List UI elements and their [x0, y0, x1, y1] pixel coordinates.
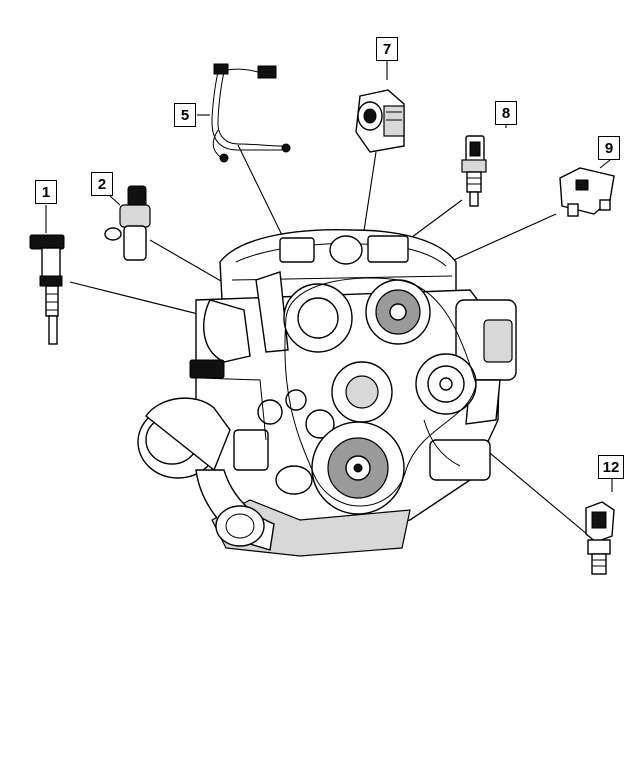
- callout-12: 12: [598, 455, 624, 479]
- pressure-sensor-part: [585, 501, 615, 575]
- callout-1: 1: [35, 180, 57, 204]
- throttle-body-part: [355, 89, 405, 153]
- temperature-sensor-part: [461, 135, 487, 207]
- callout-5: 5: [174, 103, 196, 127]
- ignition-coil-part: [29, 234, 65, 345]
- position-sensor-part: [104, 185, 151, 261]
- callout-8: 8: [495, 101, 517, 125]
- engine-assembly: [137, 229, 517, 557]
- callout-9: 9: [598, 136, 620, 160]
- map-sensor-part: [559, 167, 615, 217]
- callout-2: 2: [91, 172, 113, 196]
- callout-7: 7: [376, 37, 398, 61]
- wire-harness-part: [211, 63, 291, 163]
